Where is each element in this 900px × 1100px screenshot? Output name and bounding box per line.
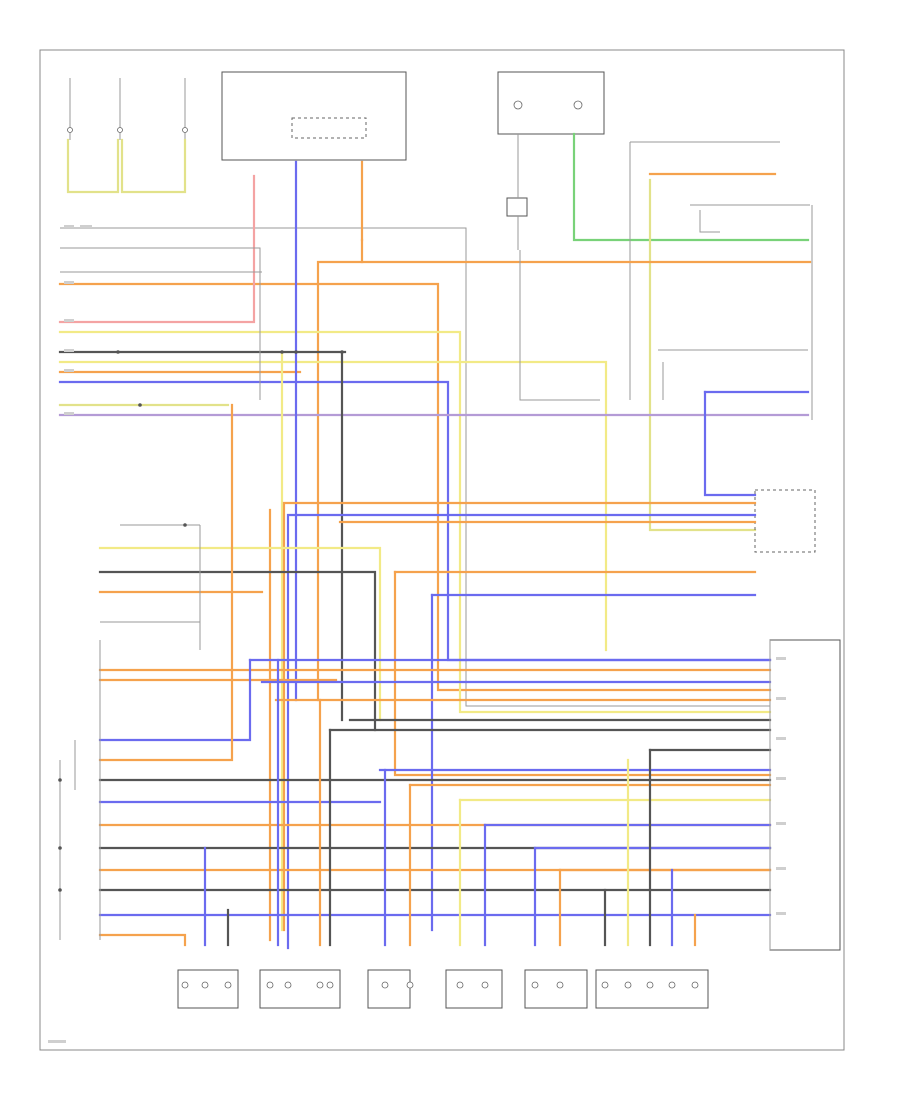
upper-wire-bundle xyxy=(58,174,812,714)
vertical-trunks xyxy=(268,160,364,942)
component-right-front xyxy=(524,969,588,1009)
right-lower-module xyxy=(769,639,841,951)
lower-wire-bundle xyxy=(98,403,772,947)
bottom-drops xyxy=(203,658,697,947)
diagram-frame xyxy=(39,49,845,1051)
bottom-pins xyxy=(181,981,699,989)
component-steering-sensor xyxy=(367,969,411,1009)
component-right-rear xyxy=(595,969,709,1009)
bottom-components xyxy=(177,969,709,1009)
left-bus xyxy=(59,640,101,940)
mid-wire-bundle xyxy=(98,501,772,950)
top-left-switch-group xyxy=(66,71,407,194)
component-yaw-sensor xyxy=(445,969,503,1009)
label-marks xyxy=(48,225,786,1043)
component-left-front-speed-sensor xyxy=(177,969,239,1009)
top-right-relay-group xyxy=(497,71,810,532)
component-left-rear xyxy=(259,969,341,1009)
splice-dots xyxy=(58,350,344,892)
